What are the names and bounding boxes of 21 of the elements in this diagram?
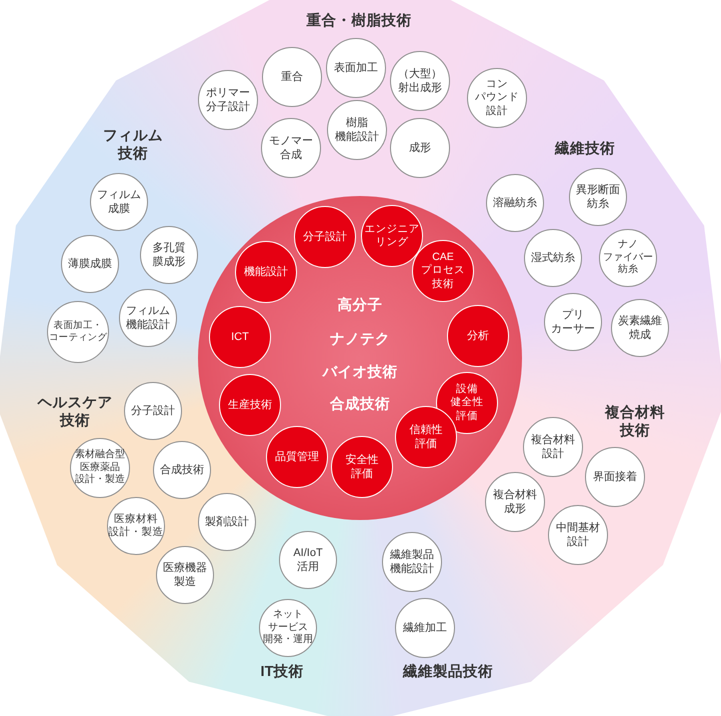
core-technique-bubble: エンジニアリング [361,205,423,267]
core-technique-bubble: 安全性評価 [331,436,393,498]
category-heading: IT技術 [260,662,304,682]
core-technique-bubble: 生産技術 [219,374,281,436]
category-heading: 重合・樹脂技術 [306,12,412,30]
category-heading: 複合材料技術 [605,404,665,440]
core-technique-bubble: 分子設計 [294,206,356,268]
core-field-text: ナノテク [330,330,390,348]
core-technique-bubble: 品質管理 [266,426,328,488]
core-technique-bubble: 信頼性評価 [395,406,457,468]
core-field-text: バイオ技術 [322,363,398,382]
core-technique-bubble: ICT [209,306,271,368]
category-heading: 繊維製品技術 [403,662,493,682]
category-heading: ヘルスケア技術 [38,394,112,430]
category-heading: フィルム技術 [103,126,163,164]
core-field-text: 合成技術 [330,395,390,414]
core-technique-bubble: 機能設計 [235,241,297,303]
core-field-text: 高分子 [338,296,382,314]
category-heading: 繊維技術 [555,140,615,158]
core-technique-bubble: CAEプロセス技術 [412,240,474,302]
core-technique-bubble: 分析 [447,305,509,367]
